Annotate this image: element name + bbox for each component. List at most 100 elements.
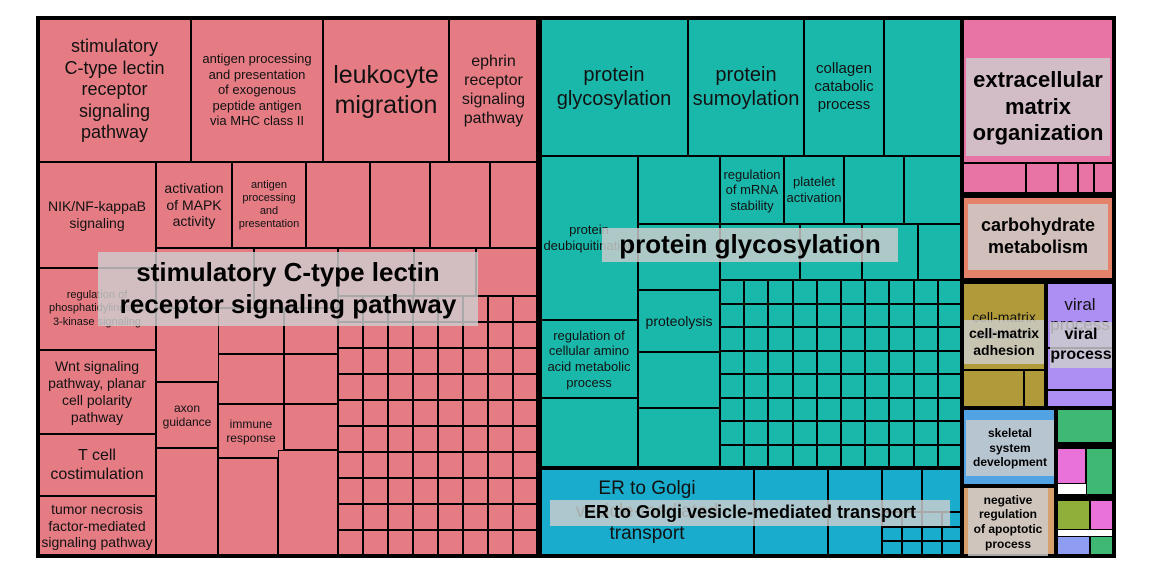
treemap-tile — [306, 162, 370, 248]
treemap-tile — [388, 530, 413, 556]
treemap-tile — [744, 374, 769, 398]
treemap-tile — [1056, 448, 1086, 484]
treemap-tile — [816, 421, 841, 445]
treemap-tile — [902, 526, 922, 542]
treemap-tile — [937, 350, 962, 374]
treemap-tile — [937, 444, 962, 468]
treemap-tile — [488, 478, 513, 504]
treemap-tile-t2: protein sumoylation — [688, 18, 804, 156]
tile-label: antigen processing and presentation of e… — [202, 51, 312, 129]
tile-label: regulation of mRNA stability — [723, 166, 781, 213]
treemap-tile — [865, 421, 890, 445]
treemap-tile — [463, 296, 488, 322]
treemap-tile — [338, 248, 414, 296]
treemap-tile — [430, 162, 490, 248]
treemap-tile — [937, 303, 962, 327]
treemap-tile — [1058, 163, 1078, 194]
treemap-tile — [476, 248, 538, 296]
treemap-tile-c5: NIK/NF-kappaB signaling — [38, 162, 156, 268]
treemap-tile — [513, 478, 538, 504]
tile-label: ER to Golgi vesicle-mediated transport — [575, 477, 719, 545]
treemap-tile — [1090, 536, 1114, 556]
treemap-tile — [413, 504, 438, 530]
treemap-tile — [904, 156, 962, 224]
treemap-tile — [744, 421, 769, 445]
treemap-tile — [1056, 408, 1114, 444]
treemap-tile — [488, 400, 513, 426]
treemap-tile — [720, 327, 745, 351]
treemap-tile — [438, 400, 463, 426]
treemap-tile — [768, 444, 793, 468]
treemap-tile — [922, 512, 942, 527]
treemap-tile — [413, 426, 438, 452]
treemap-tile — [744, 397, 769, 421]
treemap-tile — [488, 374, 513, 400]
treemap-tile — [937, 327, 962, 351]
treemap-tile-t4: protein deubiquitination — [540, 156, 638, 320]
treemap-tile — [438, 374, 463, 400]
treemap-tile — [638, 408, 720, 468]
treemap-tile-c10: axon guidance — [156, 382, 218, 448]
treemap-tile — [744, 444, 769, 468]
treemap-tile — [338, 296, 363, 322]
treemap-tile — [513, 426, 538, 452]
treemap-tile — [744, 327, 769, 351]
treemap-tile — [463, 452, 488, 478]
treemap-tile — [889, 303, 914, 327]
treemap-tile — [816, 303, 841, 327]
treemap-tile — [865, 444, 890, 468]
treemap-tile — [720, 224, 800, 280]
treemap-tile-t8: regulation of cellular amino acid metabo… — [540, 320, 638, 398]
treemap-tile — [438, 426, 463, 452]
treemap-tile — [1094, 163, 1114, 194]
tile-label: activation of MAPK activity — [164, 179, 224, 230]
treemap-tile — [962, 486, 1056, 556]
treemap-tile — [463, 374, 488, 400]
treemap-tile — [792, 303, 817, 327]
treemap-tile — [792, 350, 817, 374]
treemap-tile — [889, 374, 914, 398]
treemap-tile — [1046, 390, 1114, 408]
treemap-tile-c1: stimulatory C-type lectin receptor signa… — [38, 18, 191, 162]
treemap-tile — [768, 303, 793, 327]
treemap-tile — [768, 421, 793, 445]
treemap-tile — [463, 322, 488, 348]
treemap-tile — [338, 530, 363, 556]
treemap-tile — [720, 421, 745, 445]
treemap-tile — [841, 421, 866, 445]
treemap-tile — [720, 280, 745, 304]
treemap-tile — [720, 444, 745, 468]
treemap-tile-m1: cell-matrix adhesion — [962, 282, 1046, 370]
treemap-tile — [841, 397, 866, 421]
treemap-tile — [744, 350, 769, 374]
treemap-tile — [913, 421, 938, 445]
treemap-tile — [338, 504, 363, 530]
treemap-tile — [816, 444, 841, 468]
treemap-tile — [363, 374, 388, 400]
treemap-tile — [338, 452, 363, 478]
treemap-tile — [882, 526, 902, 542]
treemap-tile — [413, 296, 438, 322]
treemap-tile — [363, 348, 388, 374]
treemap-tile — [463, 478, 488, 504]
treemap-tile — [413, 478, 438, 504]
treemap-tile — [1090, 500, 1114, 530]
treemap-tile — [844, 156, 904, 224]
treemap-tile — [1056, 500, 1090, 530]
treemap-tile — [438, 296, 463, 322]
treemap-tile — [942, 526, 962, 542]
treemap-tile — [388, 426, 413, 452]
tile-label: antigen processing and presentation — [238, 178, 300, 231]
treemap-tile — [388, 452, 413, 478]
treemap-tile — [768, 397, 793, 421]
treemap-tile — [413, 348, 438, 374]
treemap-tile — [363, 452, 388, 478]
tile-label: protein deubiquitination — [543, 222, 635, 253]
tile-label: tumor necrosis factor-mediated signaling… — [41, 500, 153, 551]
treemap-tile — [513, 296, 538, 322]
treemap-tile — [438, 322, 463, 348]
tile-label: Wnt signaling pathway, planar cell polar… — [48, 358, 146, 425]
treemap-tile — [816, 397, 841, 421]
treemap-tile — [413, 374, 438, 400]
tile-label: NIK/NF-kappaB signaling — [47, 198, 147, 231]
